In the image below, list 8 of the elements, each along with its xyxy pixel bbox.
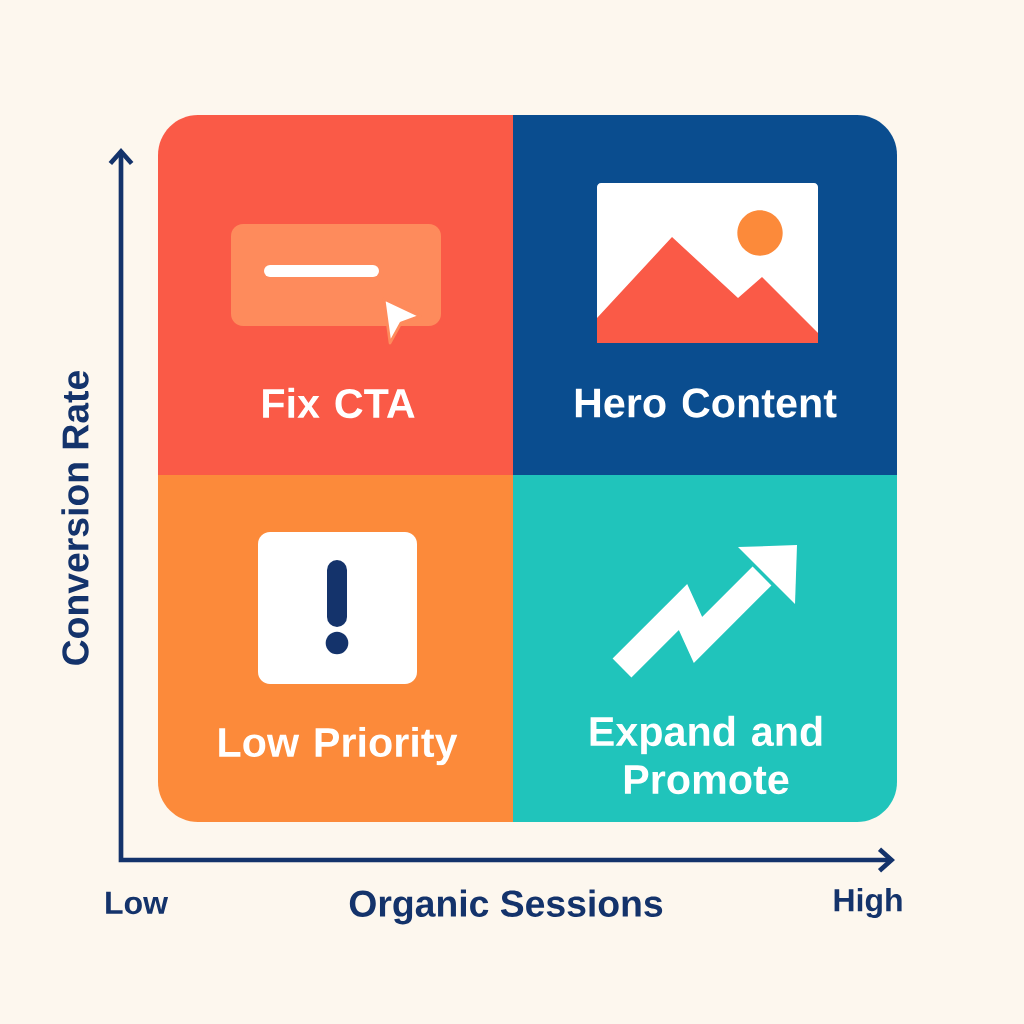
axis-label: Conversion Rate (61, 371, 89, 665)
quadrant-label: Hero Content (575, 388, 837, 418)
quadrant-label: Fix CTA (263, 387, 415, 419)
axis-label: Low (106, 891, 169, 915)
quadrant-label: Low Priority (219, 726, 458, 766)
quadrant-label: Expand and Promote (590, 715, 822, 795)
axis-label: Organic Sessions (349, 889, 663, 925)
axis-label: High (834, 888, 902, 918)
